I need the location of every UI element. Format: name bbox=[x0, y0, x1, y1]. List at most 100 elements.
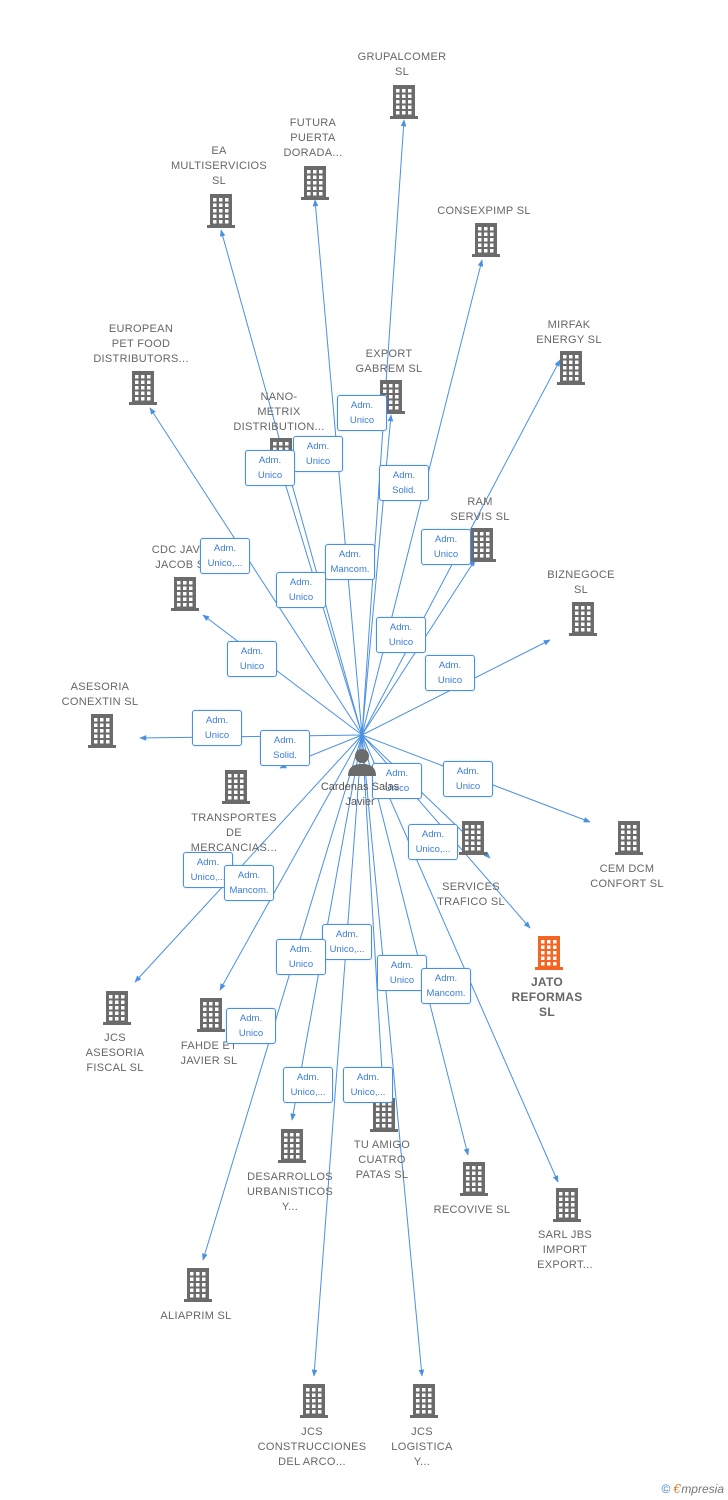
building-icon[interactable] bbox=[170, 577, 200, 611]
building-icon[interactable] bbox=[102, 991, 132, 1025]
role-badge-consexpimp[interactable]: Adm.Solid. bbox=[379, 465, 429, 501]
building-icon[interactable] bbox=[458, 821, 488, 855]
role-badge-desarrollos[interactable]: Adm.Unico bbox=[276, 939, 326, 975]
building-icon[interactable] bbox=[409, 1384, 439, 1418]
role-badge-text: Unico bbox=[204, 730, 230, 741]
role-badge-text: Adm. bbox=[389, 622, 413, 633]
role-badge-jato[interactable]: Adm.Unico,... bbox=[408, 824, 458, 860]
company-name-line: FUTURA bbox=[289, 117, 337, 129]
company-name-line: JCS bbox=[104, 1032, 126, 1044]
role-badge-jcsconstrucciones[interactable]: Adm.Unico,... bbox=[283, 1067, 333, 1103]
building-icon[interactable] bbox=[221, 770, 251, 804]
role-badge-aliaprim[interactable]: Adm.Unico bbox=[226, 1008, 276, 1044]
company-name-line: NANO- bbox=[260, 391, 298, 403]
role-badge-recovive[interactable]: Adm.Unico bbox=[377, 955, 427, 991]
building-icon[interactable] bbox=[277, 1129, 307, 1163]
building-icon[interactable] bbox=[128, 371, 158, 405]
company-name-line: CONSTRUCCIONES bbox=[257, 1441, 367, 1453]
building-icon[interactable] bbox=[369, 1098, 399, 1132]
building-icon[interactable] bbox=[389, 85, 419, 119]
building-icon[interactable] bbox=[552, 1188, 582, 1222]
role-badge-mirfak[interactable]: Adm.Unico bbox=[421, 529, 471, 565]
role-badge-ram[interactable]: Adm.Unico bbox=[376, 617, 426, 653]
company-name-line: CUATRO bbox=[358, 1154, 406, 1166]
company-label-consexpimp[interactable]: CONSEXPIMP SL bbox=[424, 204, 544, 219]
building-icon[interactable] bbox=[300, 166, 330, 200]
role-badge-text: Unico bbox=[239, 661, 265, 672]
company-name-line: TRAFICO SL bbox=[437, 896, 505, 908]
edge-european bbox=[149, 407, 363, 736]
role-badge-cemdcm[interactable]: Adm.Unico bbox=[443, 761, 493, 797]
building-icon[interactable] bbox=[87, 714, 117, 748]
role-badge-fahde[interactable]: Adm.Mancom. bbox=[224, 865, 274, 901]
role-badge-jcslogistica[interactable]: Adm.Unico,... bbox=[343, 1067, 393, 1103]
company-name-line: SL bbox=[394, 66, 410, 78]
company-name-line: ENERGY SL bbox=[536, 334, 602, 346]
building-icon[interactable] bbox=[568, 602, 598, 636]
company-name-line: GABREM SL bbox=[355, 363, 423, 375]
company-name-line: RAM bbox=[467, 496, 493, 508]
building-icon[interactable] bbox=[459, 1162, 489, 1196]
role-badge-services[interactable]: Adm.Unico bbox=[372, 763, 422, 799]
role-badge-text: Unico,... bbox=[207, 558, 243, 569]
company-name-line: URBANISTICOS bbox=[246, 1186, 334, 1198]
role-badge-futura[interactable]: Adm.Unico bbox=[293, 436, 343, 472]
building-icon[interactable] bbox=[614, 821, 644, 855]
company-name-line: PATAS SL bbox=[355, 1169, 409, 1181]
building-icon[interactable] bbox=[467, 528, 497, 562]
edge-sarl bbox=[361, 734, 559, 1183]
building-icon[interactable] bbox=[196, 998, 226, 1032]
company-name-line: GRUPALCOMER bbox=[357, 51, 447, 63]
role-badge-text: Adm. bbox=[289, 944, 313, 955]
role-badge-text: Adm. bbox=[392, 470, 416, 481]
building-icon[interactable] bbox=[183, 1268, 213, 1302]
company-label-recovive[interactable]: RECOVIVE SL bbox=[412, 1203, 532, 1218]
role-badge-ea[interactable]: Adm.Unico bbox=[276, 572, 326, 608]
role-badge-text: Unico,... bbox=[350, 1087, 386, 1098]
role-badge-text: Unico,... bbox=[415, 844, 451, 855]
building-icon[interactable] bbox=[471, 223, 501, 257]
role-badge-cdc[interactable]: Adm.Unico bbox=[227, 641, 277, 677]
building-icon[interactable] bbox=[534, 936, 564, 970]
building-icon[interactable] bbox=[206, 194, 236, 228]
person-icon bbox=[348, 749, 376, 776]
building-icon[interactable] bbox=[556, 351, 586, 385]
role-badge-transportes[interactable]: Adm.Solid. bbox=[260, 730, 310, 766]
role-badge-text: Adm. bbox=[273, 735, 297, 746]
role-badge-grupalcomer[interactable]: Adm.Mancom. bbox=[325, 544, 375, 580]
company-label-aliaprim[interactable]: ALIAPRIM SL bbox=[136, 1309, 256, 1324]
role-badge-asesoria[interactable]: Adm.Unico bbox=[192, 710, 242, 746]
center-person[interactable] bbox=[345, 745, 379, 779]
role-badge-sarl[interactable]: Adm.Mancom. bbox=[421, 968, 471, 1004]
company-label-grupalcomer[interactable]: GRUPALCOMER SL bbox=[342, 50, 462, 80]
role-badge-nanometrix[interactable]: Adm.Unico bbox=[245, 450, 295, 486]
role-badge-tuamigo[interactable]: Adm.Unico,... bbox=[322, 924, 372, 960]
building-icon[interactable] bbox=[299, 1384, 329, 1418]
center-person-label[interactable]: Cardenas Salas Javier bbox=[320, 780, 400, 810]
role-badge-biznegoce[interactable]: Adm.Unico bbox=[425, 655, 475, 691]
role-badge-export[interactable]: Adm.Unico bbox=[337, 395, 387, 431]
role-badge-european[interactable]: Adm.Unico,... bbox=[200, 538, 250, 574]
edge-jcsconstrucciones bbox=[311, 734, 363, 1377]
